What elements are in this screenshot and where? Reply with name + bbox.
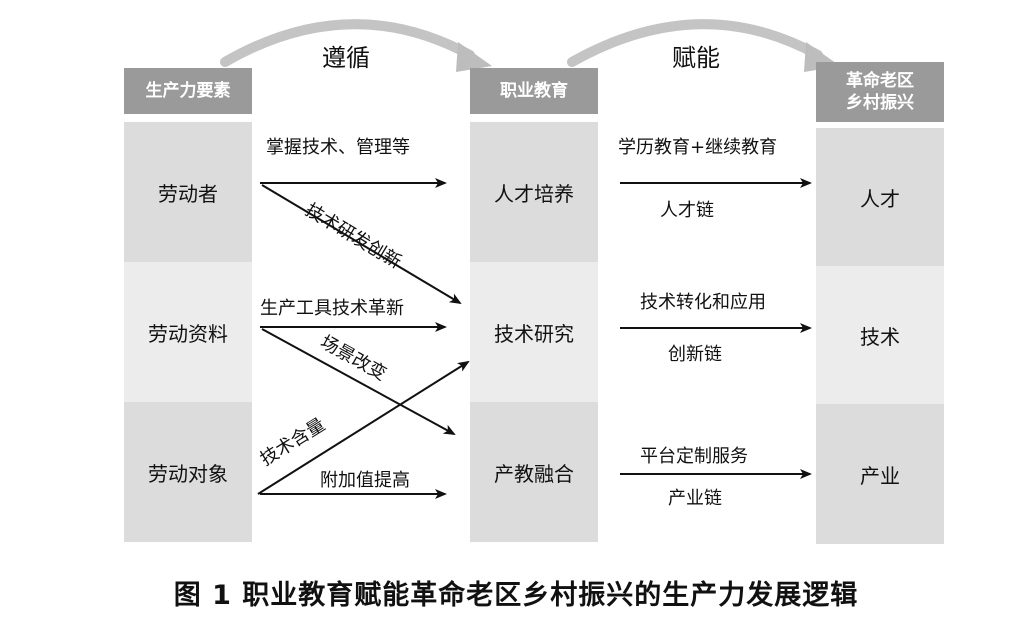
header-productivity-factors: 生产力要素: [124, 68, 252, 114]
header-vocational-education: 职业教育: [470, 68, 598, 114]
arc-right: [567, 19, 823, 67]
arc-label-right: 赋能: [672, 44, 720, 72]
arc-label-left: 遵循: [322, 44, 370, 72]
cell-industry: 产业: [816, 404, 944, 544]
cell-industry-education: 产教融合: [470, 402, 598, 542]
cell-labor-object: 劳动对象: [124, 402, 252, 542]
arrow-diag-down-1: [261, 184, 462, 305]
header-rural-revitalization: 革命老区 乡村振兴: [816, 62, 944, 122]
cell-laborer: 劳动者: [124, 122, 252, 262]
cell-tech-research: 技术研究: [470, 262, 598, 402]
header-right-line1: 革命老区: [846, 71, 914, 91]
label-innovation-chain: 创新链: [668, 344, 722, 365]
arc-left: [220, 19, 475, 67]
label-edu-continuing: 学历教育+继续教育: [618, 137, 778, 158]
cell-labor-materials: 劳动资料: [124, 262, 252, 402]
arrow-diag-up: [257, 360, 470, 495]
cell-technology: 技术: [816, 266, 944, 404]
label-tech-transfer: 技术转化和应用: [640, 292, 766, 313]
label-talent-chain: 人才链: [660, 200, 714, 221]
label-platform-service: 平台定制服务: [640, 446, 748, 467]
figure-caption: 图 1 职业教育赋能革命老区乡村振兴的生产力发展逻辑: [173, 580, 859, 611]
label-master-skills: 掌握技术、管理等: [266, 137, 410, 158]
label-industry-chain: 产业链: [668, 488, 722, 509]
arrow-diag-down-2: [261, 328, 456, 435]
label-tool-innovation: 生产工具技术革新: [260, 298, 404, 319]
cell-talent: 人才: [816, 128, 944, 266]
label-value-added: 附加值提高: [320, 470, 410, 491]
header-right-line2: 乡村振兴: [846, 93, 914, 113]
arc-left-head: [456, 42, 492, 72]
cell-talent-training: 人才培养: [470, 122, 598, 262]
